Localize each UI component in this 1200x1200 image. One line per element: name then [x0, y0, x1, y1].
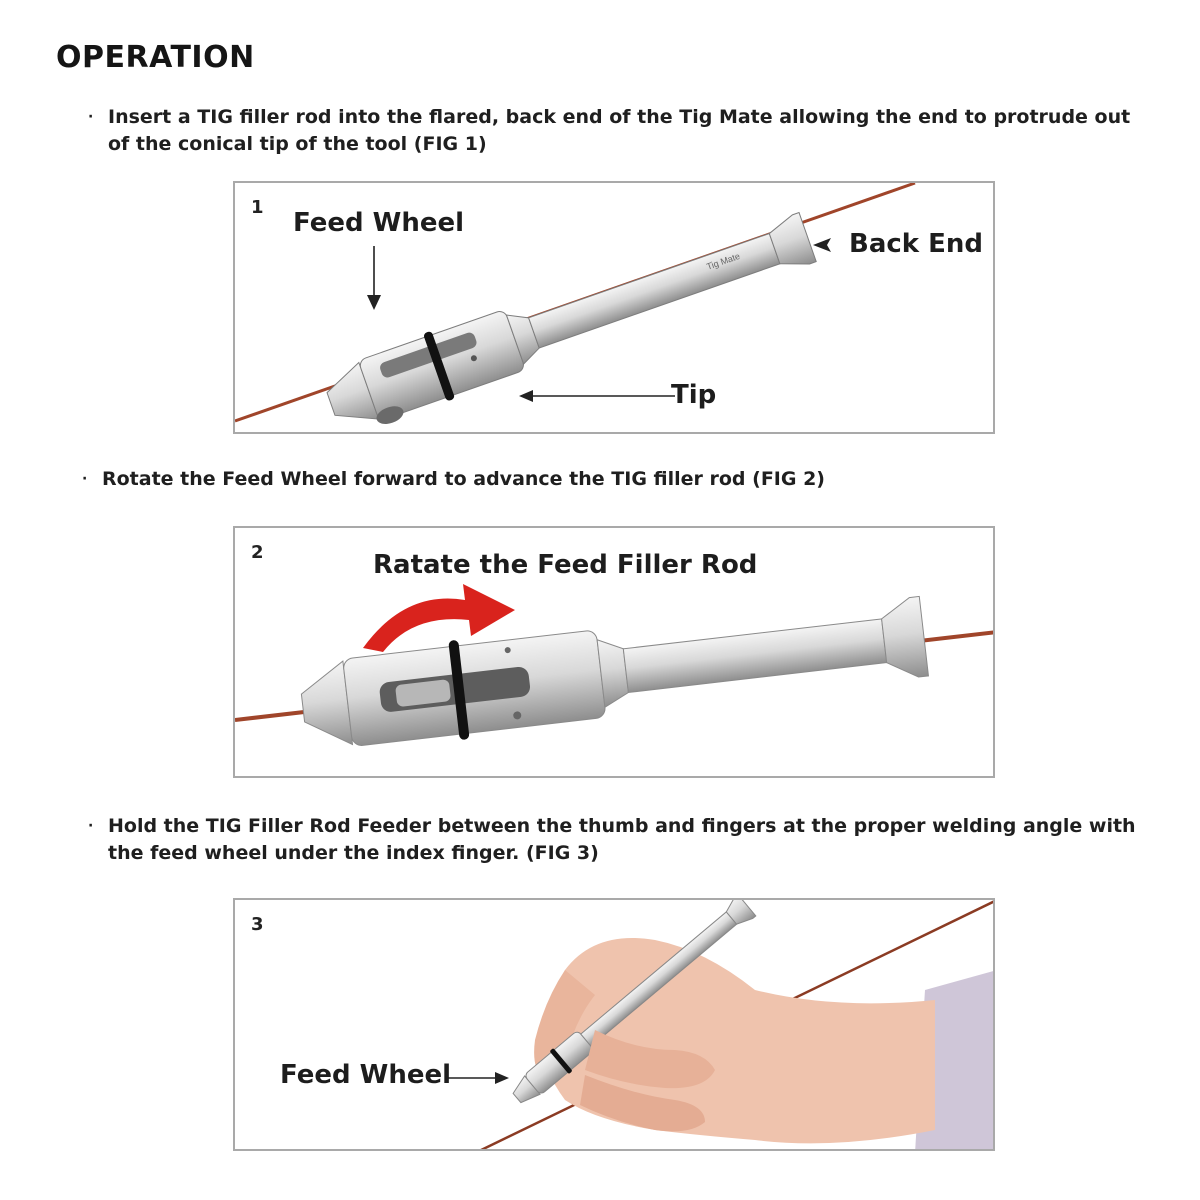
step-1-description: Insert a TIG filler rod into the flared,…: [108, 106, 1131, 155]
figure-1-number: 1: [251, 197, 264, 218]
figure-2: 2 Ratate the Feed Filler Rod: [233, 526, 995, 778]
tip-arrow: [519, 390, 533, 402]
conical-tip: [300, 660, 354, 746]
feed-slot: [380, 332, 477, 378]
feed-wheel-label: Feed Wheel: [293, 208, 465, 238]
back-end-label: Back End: [849, 229, 983, 259]
step-1-text: · Insert a TIG filler rod into the flare…: [88, 104, 1138, 158]
figure-3-number: 3: [251, 914, 264, 935]
figure-3: 3 Feed Wheel: [233, 898, 995, 1151]
thumb: [534, 970, 595, 1081]
tip-label: Tip: [671, 380, 717, 410]
rotate-caption: Ratate the Feed Filler Rod: [373, 550, 758, 580]
figure-1-illustration: Tig Mate: [235, 183, 916, 424]
bullet: ·: [88, 109, 94, 125]
tool-shaft: [622, 618, 888, 694]
middle-finger: [580, 1075, 705, 1132]
page-title: OPERATION: [56, 40, 255, 75]
o-ring: [424, 331, 455, 401]
figure-2-illustration: [235, 584, 993, 746]
figure-1: Tig Mate 1 Feed Wheel Back End Tip: [233, 181, 995, 434]
flared-back-end: [725, 900, 757, 925]
figure-3-illustration: [445, 900, 993, 1149]
back-end-arrow: [813, 238, 831, 252]
feed-wheel-arrow: [367, 295, 381, 310]
index-finger: [585, 1030, 715, 1089]
feed-wheel-arrow: [495, 1072, 509, 1084]
bullet: ·: [88, 818, 94, 834]
feed-wheel-icon: [395, 679, 451, 707]
tool-shaft: [527, 232, 781, 349]
feed-wheel-icon: [376, 406, 404, 424]
o-ring: [448, 640, 470, 740]
figure-2-number: 2: [251, 542, 264, 563]
step-3-description: Hold the TIG Filler Rod Feeder between t…: [108, 815, 1136, 864]
bullet: ·: [82, 471, 88, 487]
o-ring: [550, 1048, 572, 1074]
step-2-text: · Rotate the Feed Wheel forward to advan…: [82, 466, 1132, 493]
step-3-text: · Hold the TIG Filler Rod Feeder between…: [88, 813, 1138, 867]
feed-wheel-label: Feed Wheel: [280, 1060, 452, 1090]
flared-back-end: [881, 595, 930, 678]
flared-back-end: [768, 211, 817, 265]
rotate-arrow-icon: [363, 584, 515, 652]
step-2-description: Rotate the Feed Wheel forward to advance…: [102, 468, 825, 490]
conical-tip: [512, 1075, 541, 1104]
